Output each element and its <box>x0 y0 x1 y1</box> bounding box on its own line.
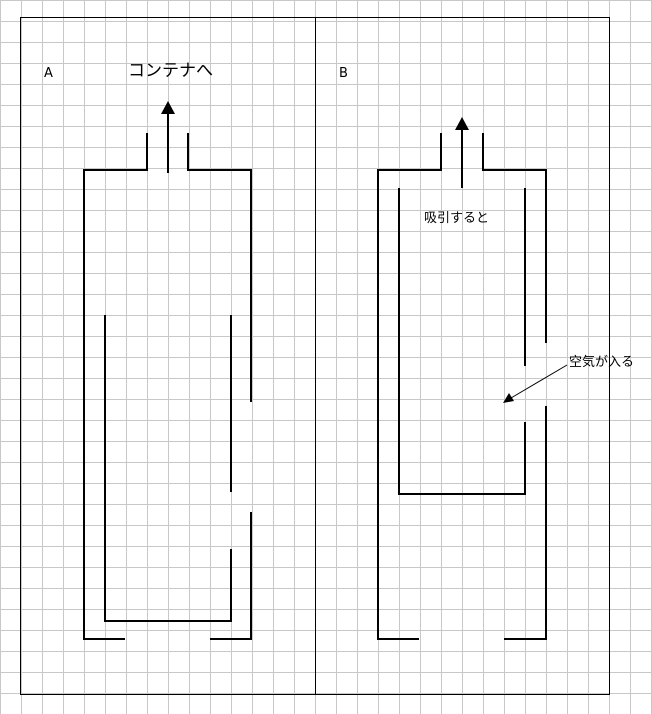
outer-container-left <box>377 133 442 640</box>
pointer-line <box>510 364 568 399</box>
panel-a-inner-bag <box>104 315 232 622</box>
panel-b-outlet-arrow <box>455 117 469 188</box>
panel-b-air-label: 空気が入る <box>569 354 634 370</box>
outer-container-right <box>482 133 547 343</box>
panel-a-outer-container <box>83 133 252 640</box>
panel-b-air-pointer <box>503 364 568 403</box>
panel-a-label: A <box>44 66 53 81</box>
panel-b-label: B <box>339 66 348 81</box>
arrow-head-icon <box>161 101 175 114</box>
arrow-head-icon <box>455 117 469 130</box>
panel-a-outlet-arrow <box>161 101 175 173</box>
inner-bag-body <box>398 188 526 495</box>
panel-b-inner-bag <box>398 188 526 495</box>
outer-container-right-lower <box>210 512 252 640</box>
inner-bag-body <box>104 315 232 622</box>
panel-b: B 吸引すると 空気が入る <box>339 66 634 640</box>
panel-b-suction-label: 吸引すると <box>424 211 489 226</box>
panel-a-arrow-label: コンテナへ <box>128 61 213 81</box>
diagram-frame <box>20 17 610 695</box>
outer-container-right <box>187 133 252 402</box>
outer-container-right-lower <box>504 406 547 640</box>
pointer-head-icon <box>503 393 514 403</box>
panel-b-outer-container <box>377 133 547 640</box>
outer-container-left <box>83 133 148 640</box>
panel-a: A コンテナへ <box>44 61 252 640</box>
